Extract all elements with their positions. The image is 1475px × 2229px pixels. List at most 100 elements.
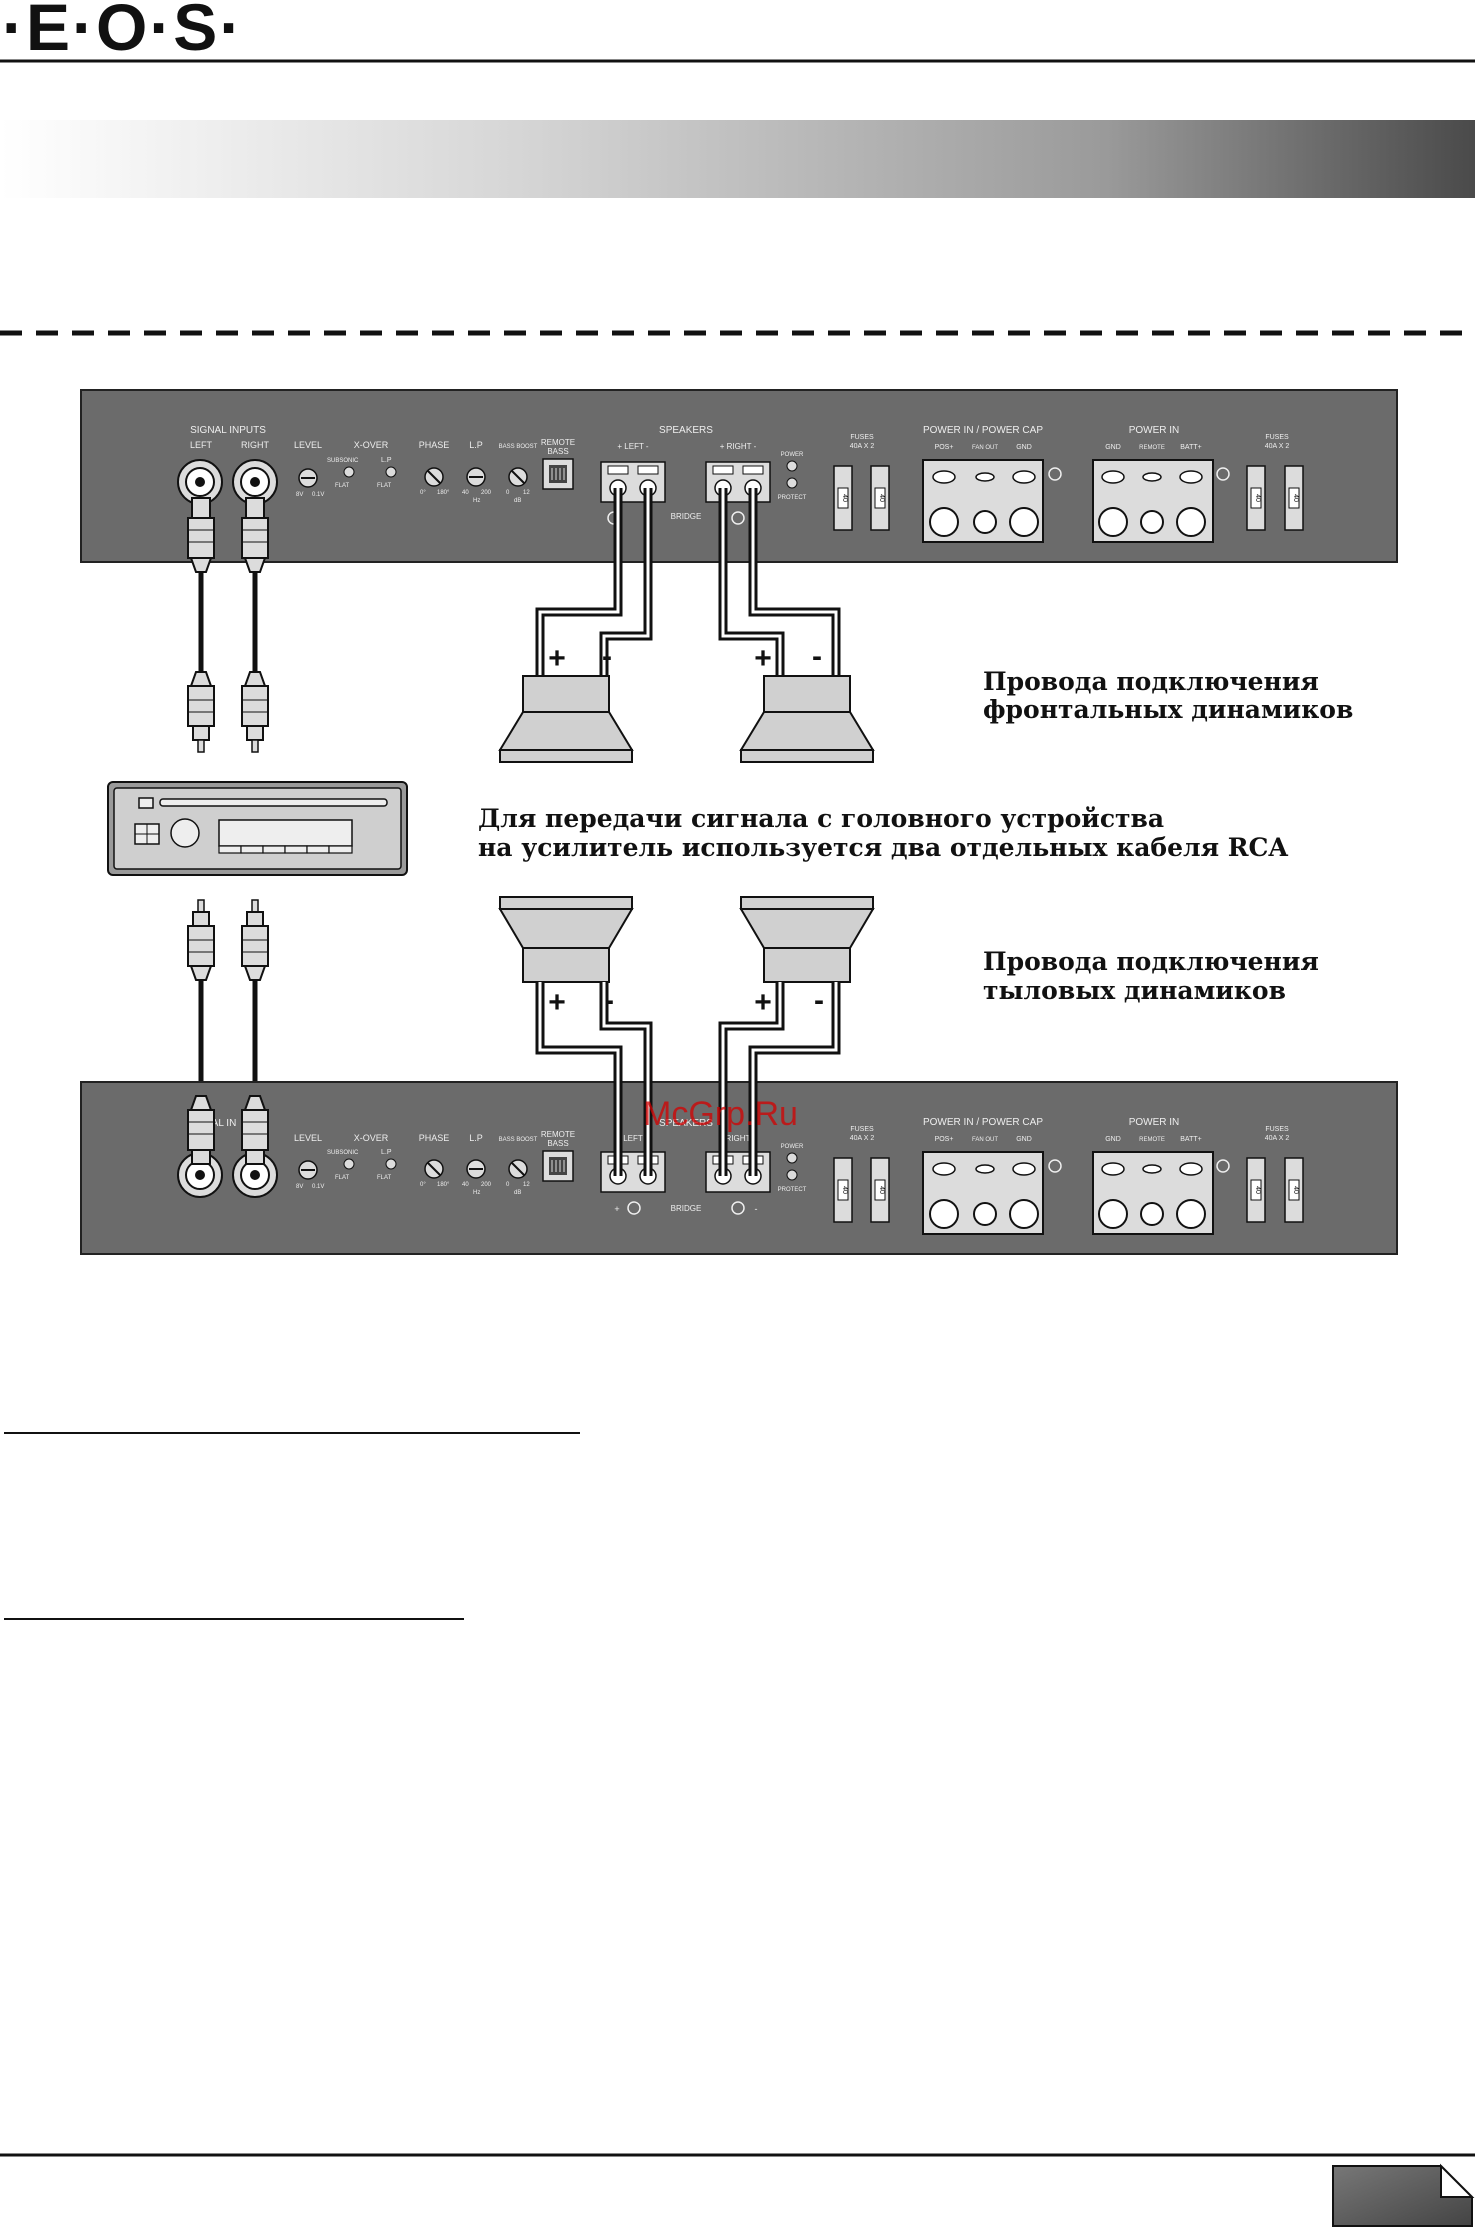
fuse-bottom-1[interactable]: 40 [833, 1157, 853, 1223]
amp-bottom-xover-label: X-OVER [354, 1133, 389, 1143]
speaker-terminal-bottom-left[interactable] [600, 1151, 666, 1193]
fuse-bottom-3-value: 40 [1254, 1186, 1261, 1194]
rca-plug-hu-top-right [241, 671, 269, 753]
amp-top-batt-label: BATT+ [1180, 444, 1201, 451]
amp-bottom-pos-label: POS+ [935, 1136, 954, 1143]
fuse-bottom-3[interactable]: 40 [1246, 1157, 1266, 1223]
fuse-4[interactable]: 40 [1284, 465, 1304, 531]
bridge-screw-right-icon [731, 511, 745, 525]
amp-bottom-level-min: 8V [296, 1184, 303, 1190]
phase-knob[interactable] [424, 467, 444, 487]
preset-grid-button[interactable] [134, 823, 160, 845]
rca-jack-left[interactable] [177, 459, 223, 505]
amp-bottom-lp-hz: Hz [473, 1190, 480, 1196]
amp-bottom-signal-inputs-label: AL IN [212, 1118, 237, 1129]
fuse-2[interactable]: 40 [870, 465, 890, 531]
amp-top-fuses2-label: FUSES [1265, 434, 1289, 441]
rca-cables-bottom [187, 899, 269, 1110]
rca-cables-top [187, 497, 269, 753]
speaker-terminal-left[interactable] [600, 461, 666, 503]
front-right-plus: + [754, 642, 772, 675]
rca-plugs-bottom-amp [187, 1095, 269, 1165]
caption-front-line1: Провода подключения [983, 667, 1319, 696]
gradient-band [0, 120, 1475, 198]
bridge-screw-bottom-left-icon [627, 1201, 641, 1215]
page-corner-tab [1332, 2165, 1473, 2227]
rear-speaker-wiring-inner [538, 982, 838, 1176]
amp-top-bb-db: dB [514, 498, 521, 504]
amp-bottom-bass-boost-label: BASS BOOST [499, 1137, 538, 1143]
rear-left-speaker: + - [498, 896, 634, 1019]
amp-top-level-min: 8V [296, 492, 303, 498]
amp-top-phase-0: 0° [420, 490, 426, 496]
amp-top-level-label: LEVEL [294, 440, 322, 450]
mount-screw-2-icon [1216, 467, 1230, 481]
amp-top-remote-bass-1: REMOTE [541, 438, 575, 447]
bass-boost-knob-bottom[interactable] [508, 1159, 528, 1179]
front-left-plus: + [548, 642, 566, 675]
fuse-bottom-2[interactable]: 40 [870, 1157, 890, 1223]
front-speaker-wiring-inner [538, 488, 838, 676]
front-left-speaker: + - [498, 640, 634, 763]
amp-bottom-remote-label: REMOTE [1139, 1137, 1165, 1143]
subsonic-switch[interactable] [343, 466, 355, 478]
caption-rear-line1: Провода подключения [983, 947, 1319, 976]
remote-bass-port[interactable] [542, 458, 574, 490]
fuse-bottom-4[interactable]: 40 [1284, 1157, 1304, 1223]
subsonic-switch-bottom[interactable] [343, 1158, 355, 1170]
phase-knob-bottom[interactable] [424, 1159, 444, 1179]
amp-bottom-flat1: FLAT [335, 1175, 350, 1181]
amp-top-lp-200: 200 [481, 490, 492, 496]
amp-top-remote-label: REMOTE [1139, 445, 1165, 451]
level-knob[interactable] [298, 468, 318, 488]
rca-plug-top-right [241, 497, 269, 573]
remote-bass-port-bottom[interactable] [542, 1150, 574, 1182]
rca-plug-hu-bottom-right [241, 899, 269, 981]
amp-top-lp-hz: Hz [473, 498, 480, 504]
lp-switch-bottom[interactable] [385, 1158, 397, 1170]
amp-bottom-bridge-label: BRIDGE [671, 1204, 702, 1213]
preset-buttons[interactable] [218, 845, 353, 854]
power-cap-terminal-block[interactable] [922, 459, 1044, 543]
lp-knob[interactable] [466, 467, 486, 487]
footer [0, 1432, 1475, 2227]
fuse-3[interactable]: 40 [1246, 465, 1266, 531]
power-in-terminal-block[interactable] [1092, 459, 1214, 543]
bass-boost-knob[interactable] [508, 467, 528, 487]
amp-top-fuses-label: FUSES [850, 434, 874, 441]
amp-bottom-fuses-label: FUSES [850, 1126, 874, 1133]
rca-plug-bottom-amp-right [241, 1095, 269, 1165]
amp-bottom-spk-right: RIGHT [726, 1134, 751, 1143]
fuse-bottom-2-value: 40 [878, 1186, 885, 1194]
amp-top-spk-left: + LEFT - [617, 442, 649, 451]
amp-top-power-label: POWER [781, 452, 804, 458]
amp-bottom-remote-bass-2: BASS [547, 1139, 568, 1148]
level-knob-bottom[interactable] [298, 1160, 318, 1180]
amp-top-right-label: RIGHT [241, 440, 270, 450]
fuse-1[interactable]: 40 [833, 465, 853, 531]
amp-top-left-label: LEFT [190, 440, 213, 450]
power-cap-terminal-block-bottom[interactable] [922, 1151, 1044, 1235]
amp-top-gnd2-label: GND [1105, 444, 1121, 451]
fuse-1-value: 40 [841, 494, 848, 502]
speaker-terminal-bottom-right[interactable] [705, 1151, 771, 1193]
power-led [786, 460, 798, 472]
amp-top-bb-0: 0 [506, 490, 510, 496]
power-in-terminal-block-bottom[interactable] [1092, 1151, 1214, 1235]
volume-knob[interactable] [170, 818, 200, 848]
amp-bottom-phase-180: 180° [437, 1182, 450, 1188]
amp-bottom-xover-lp-label: L.P [381, 1149, 392, 1156]
amp-bottom-remote-bass-1: REMOTE [541, 1130, 575, 1139]
amp-top-bass-boost-label: BASS BOOST [499, 444, 538, 450]
lp-knob-bottom[interactable] [466, 1159, 486, 1179]
speaker-terminal-right[interactable] [705, 461, 771, 503]
protect-led-bottom [786, 1169, 798, 1181]
page-corner-fold [1440, 2163, 1475, 2198]
amp-top-remote-bass-2: BASS [547, 447, 568, 456]
fuse-2-value: 40 [878, 494, 885, 502]
eject-button[interactable] [138, 797, 154, 809]
bridge-screw-bottom-right-icon [731, 1201, 745, 1215]
amp-top-phase-label: PHASE [419, 440, 450, 450]
display-panel [218, 819, 353, 847]
lp-switch[interactable] [385, 466, 397, 478]
